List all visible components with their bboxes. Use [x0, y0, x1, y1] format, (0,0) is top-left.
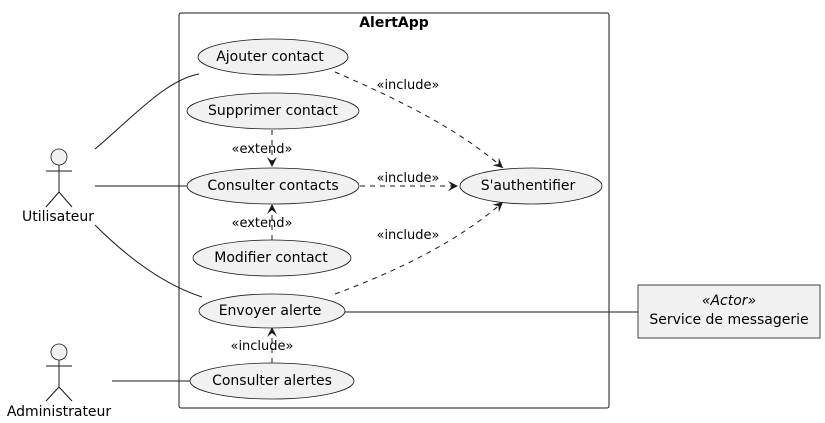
use-case-view-contacts[interactable]: Consulter contacts	[186, 167, 360, 205]
actor-messaging-service[interactable]: «Actor» Service de messagerie	[637, 284, 821, 339]
include-label-view-contacts: «include»	[376, 171, 439, 186]
actor-admin[interactable]: Administrateur	[7, 343, 112, 420]
include-label-send-alert: «include»	[376, 228, 439, 243]
actor-messaging-label: Service de messagerie	[649, 312, 808, 328]
actor-stereotype: «Actor»	[702, 293, 756, 309]
extend-label-delete: «extend»	[232, 142, 293, 157]
use-case-authenticate[interactable]: S'authentifier	[459, 167, 603, 205]
use-case-label: Envoyer alerte	[219, 303, 322, 319]
use-case-label: Consulter contacts	[207, 178, 338, 194]
use-case-label: Consulter alertes	[212, 373, 332, 389]
include-label-view-alerts: «include»	[230, 339, 293, 354]
use-case-delete-contact[interactable]: Supprimer contact	[186, 92, 360, 130]
dep-add-contact-auth	[334, 71, 504, 169]
use-case-edit-contact[interactable]: Modifier contact	[192, 239, 352, 277]
use-case-send-alert[interactable]: Envoyer alerte	[198, 293, 346, 329]
use-case-label: Ajouter contact	[216, 49, 324, 65]
use-case-label: Modifier contact	[214, 250, 328, 266]
actor-user[interactable]: Utilisateur	[22, 148, 94, 225]
assoc-user-send-alert	[94, 224, 203, 298]
include-label-add-contact: «include»	[376, 78, 439, 93]
use-case-view-alerts[interactable]: Consulter alertes	[189, 362, 355, 400]
system-boundary	[178, 12, 610, 409]
assoc-user-add-contact	[94, 73, 200, 150]
use-case-label: S'authentifier	[481, 178, 576, 194]
use-case-add-contact[interactable]: Ajouter contact	[197, 38, 349, 76]
extend-label-edit: «extend»	[232, 216, 293, 231]
actor-admin-label: Administrateur	[7, 404, 112, 420]
actor-user-label: Utilisateur	[22, 209, 94, 225]
use-case-label: Supprimer contact	[208, 103, 339, 119]
dep-send-alert-auth	[334, 201, 504, 295]
system-title: AlertApp	[359, 15, 429, 31]
